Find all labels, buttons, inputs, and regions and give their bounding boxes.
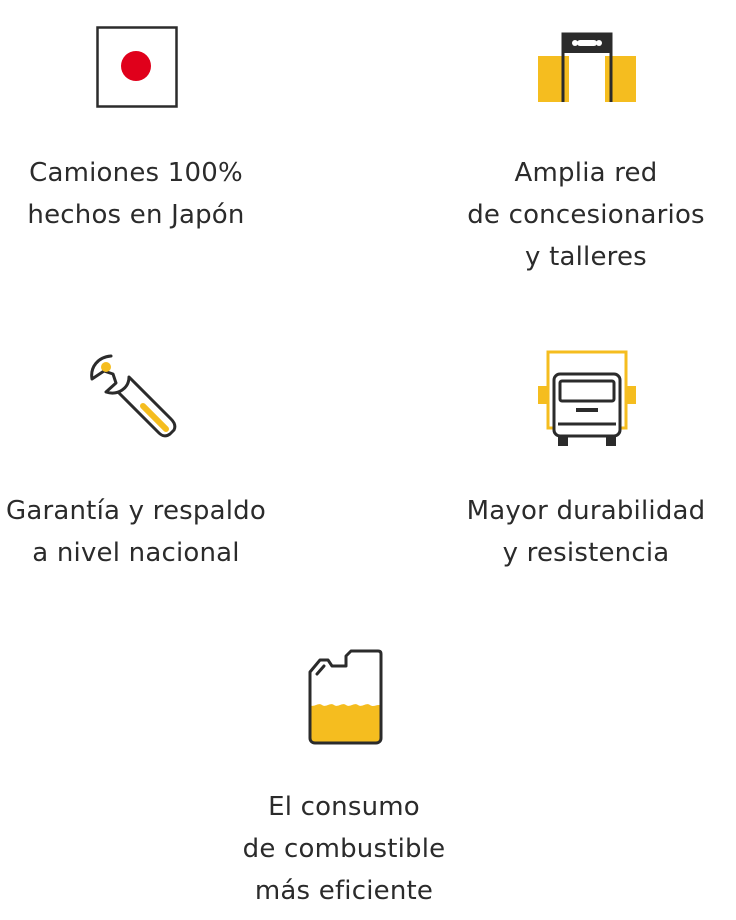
feature-label-line: y resistencia xyxy=(502,538,670,568)
fuel-canister-icon xyxy=(308,649,383,745)
feature-label: Garantía y respaldo a nivel nacional xyxy=(0,490,272,574)
workshop-gate-icon xyxy=(538,32,636,102)
feature-label-line: El consumo xyxy=(268,792,420,822)
feature-label-line: Garantía y respaldo xyxy=(6,496,266,526)
feature-label: Mayor durabilidad y resistencia xyxy=(440,490,732,574)
feature-label: Amplia red de concesionarios y talleres xyxy=(440,152,732,278)
feature-label-line: y talleres xyxy=(525,242,647,272)
truck-front-icon xyxy=(538,350,636,446)
japan-flag-icon xyxy=(96,26,178,108)
feature-label-line: más eficiente xyxy=(254,876,434,906)
feature-label-line: a nivel nacional xyxy=(32,538,240,568)
feature-label: El consumo de combustible más eficiente xyxy=(202,786,486,912)
feature-label-line: Camiones 100% xyxy=(29,158,243,188)
feature-label-line: Mayor durabilidad xyxy=(466,496,706,526)
feature-label-line: hechos en Japón xyxy=(27,200,245,230)
feature-label-line: de combustible xyxy=(242,834,446,864)
feature-label-line: de concesionarios xyxy=(467,200,705,230)
wrench-icon xyxy=(90,354,177,438)
feature-label: Camiones 100% hechos en Japón xyxy=(0,152,272,236)
feature-label-line: Amplia red xyxy=(514,158,658,188)
